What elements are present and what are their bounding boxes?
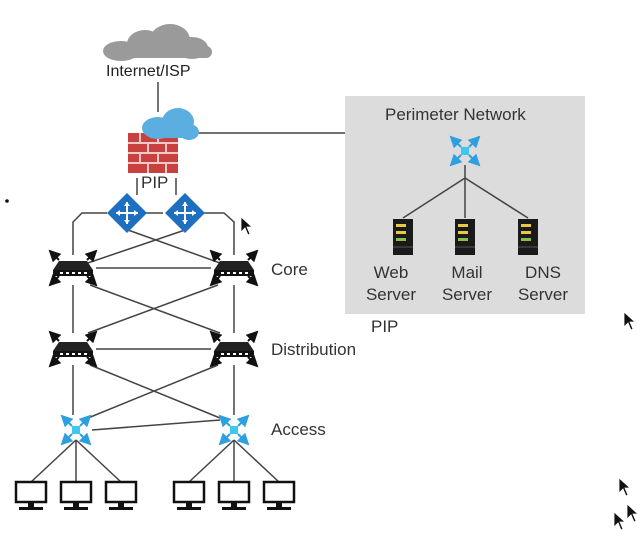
switch-icon: [211, 332, 257, 366]
core-label: Core: [271, 260, 308, 279]
cursor-icon: [626, 503, 637, 523]
dns-server-label: DNS Server: [517, 263, 569, 304]
cursor-icon: [623, 311, 636, 331]
cloud-icon: [103, 24, 212, 61]
internet-isp-label: Internet/ISP: [106, 63, 191, 80]
access-label: Access: [271, 420, 326, 439]
computer-icon: [172, 480, 206, 512]
cursor-icon: [618, 477, 631, 497]
computer-icon: [104, 480, 138, 512]
server-icon: [517, 218, 539, 256]
hub-icon: [220, 416, 248, 444]
switch-icon: [50, 332, 96, 366]
hub-icon: [62, 416, 90, 444]
server-icon: [454, 218, 476, 256]
switch-icon: [211, 251, 257, 285]
cursor-icon: [240, 216, 253, 236]
firewall-icon: [127, 108, 199, 174]
computer-icon: [14, 480, 48, 512]
computer-icon: [59, 480, 93, 512]
mail-server-label: Mail Server: [441, 263, 493, 304]
distribution-label: Distribution: [271, 340, 357, 359]
computer-icon: [262, 480, 296, 512]
perimeter-network-title: Perimeter Network: [385, 105, 526, 124]
cursor-icon: [613, 511, 626, 531]
bullet-dot: [5, 199, 9, 203]
switch-icon: [50, 251, 96, 285]
web-server-label: Web Server: [365, 263, 417, 304]
pip-bottom-label: PIP: [371, 317, 399, 336]
router-icon: [106, 192, 148, 234]
server-icon: [392, 218, 414, 256]
router-icon: [164, 192, 206, 234]
hub-icon: [451, 137, 479, 165]
computer-icon: [217, 480, 251, 512]
pip-top-label: PIP: [139, 173, 171, 193]
